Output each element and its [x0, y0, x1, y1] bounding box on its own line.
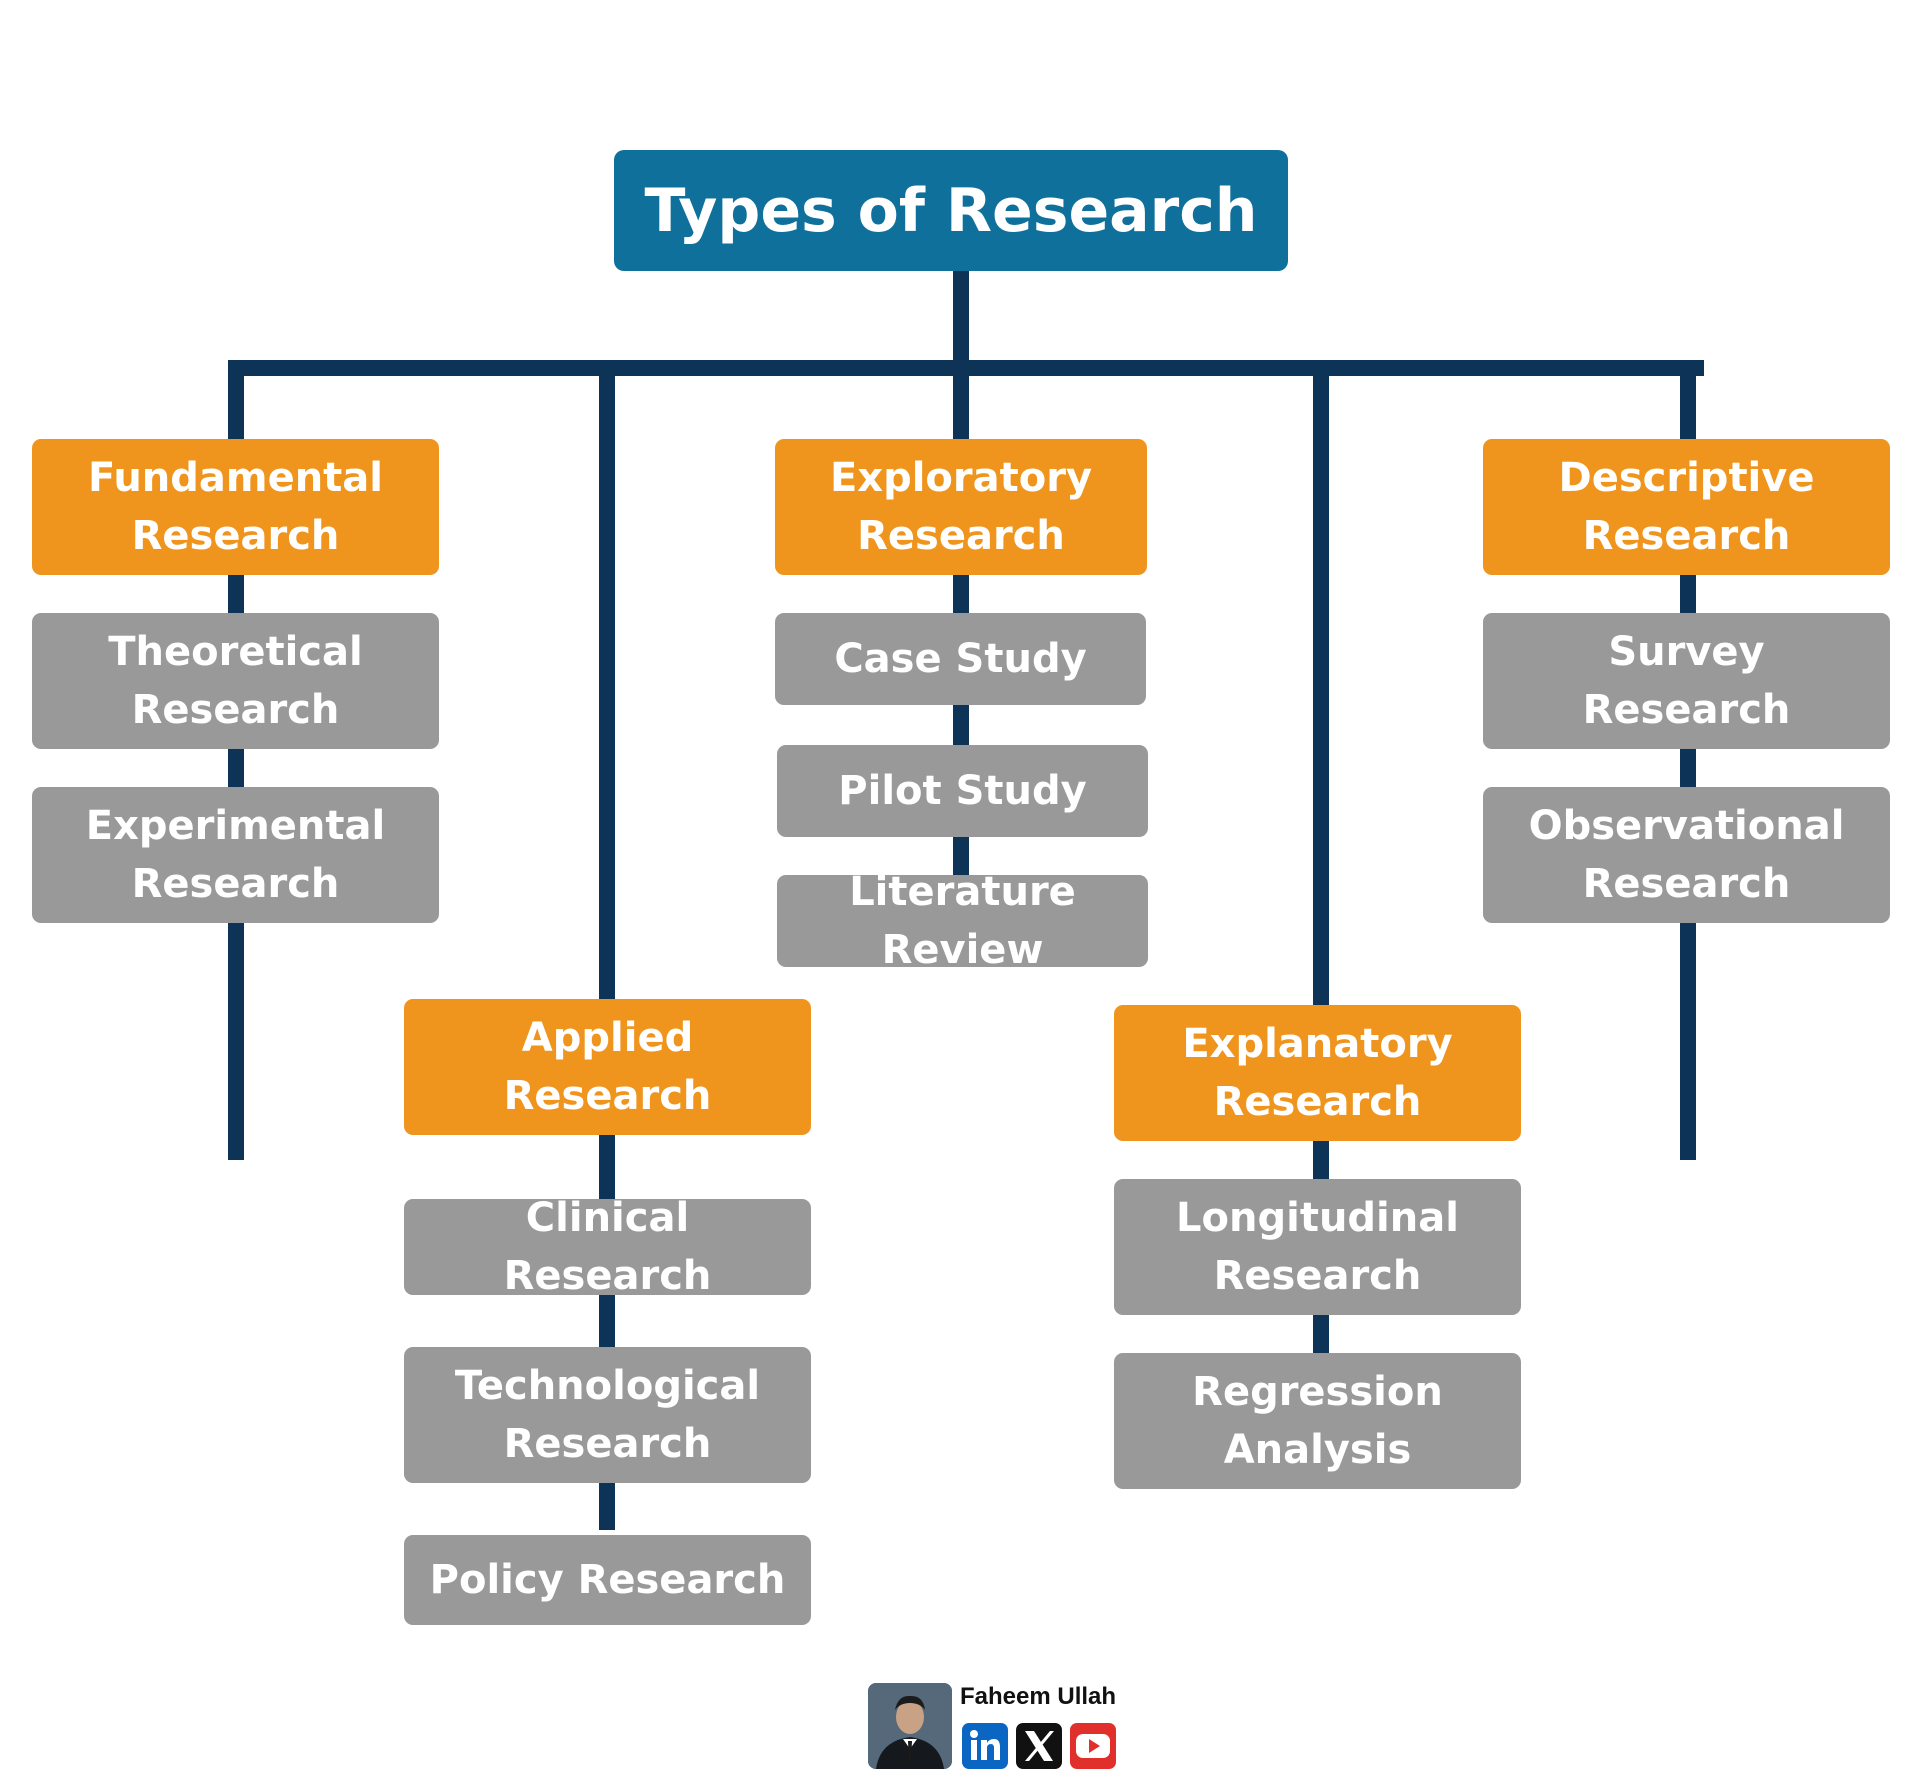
subtype-survey-research: Survey Research	[1483, 613, 1890, 749]
category-descriptive: Descriptive Research	[1483, 439, 1890, 575]
subtype-longitudinal-research: Longitudinal Research	[1114, 1179, 1521, 1315]
root-node: Types of Research	[614, 150, 1288, 271]
author-credit: Faheem Ullah	[868, 1683, 1118, 1769]
subtype-policy-research: Policy Research	[404, 1535, 811, 1625]
category-applied: Applied Research	[404, 999, 811, 1135]
subtype-pilot-study: Pilot Study	[777, 745, 1148, 837]
connector-root-stem	[953, 270, 969, 367]
category-exploratory: Exploratory Research	[775, 439, 1147, 575]
avatar	[868, 1683, 952, 1769]
subtype-observational-research: Observational Research	[1483, 787, 1890, 923]
subtype-technological-research: Technological Research	[404, 1347, 811, 1483]
category-explanatory: Explanatory Research	[1114, 1005, 1521, 1141]
linkedin-icon[interactable]	[962, 1723, 1008, 1769]
diagram-title: Types of Research	[644, 175, 1258, 246]
subtype-literature-review: Literature Review	[777, 869, 1148, 973]
subtype-regression-analysis: Regression Analysis	[1114, 1353, 1521, 1489]
subtype-case-study: Case Study	[775, 613, 1146, 705]
subtype-clinical-research: Clinical Research	[404, 1195, 811, 1299]
subtype-experimental-research: Experimental Research	[32, 787, 439, 923]
subtype-theoretical-research: Theoretical Research	[32, 613, 439, 749]
youtube-icon[interactable]	[1070, 1723, 1116, 1769]
x-icon[interactable]	[1016, 1723, 1062, 1769]
author-name: Faheem Ullah	[960, 1683, 1117, 1710]
category-fundamental: Fundamental Research	[32, 439, 439, 575]
